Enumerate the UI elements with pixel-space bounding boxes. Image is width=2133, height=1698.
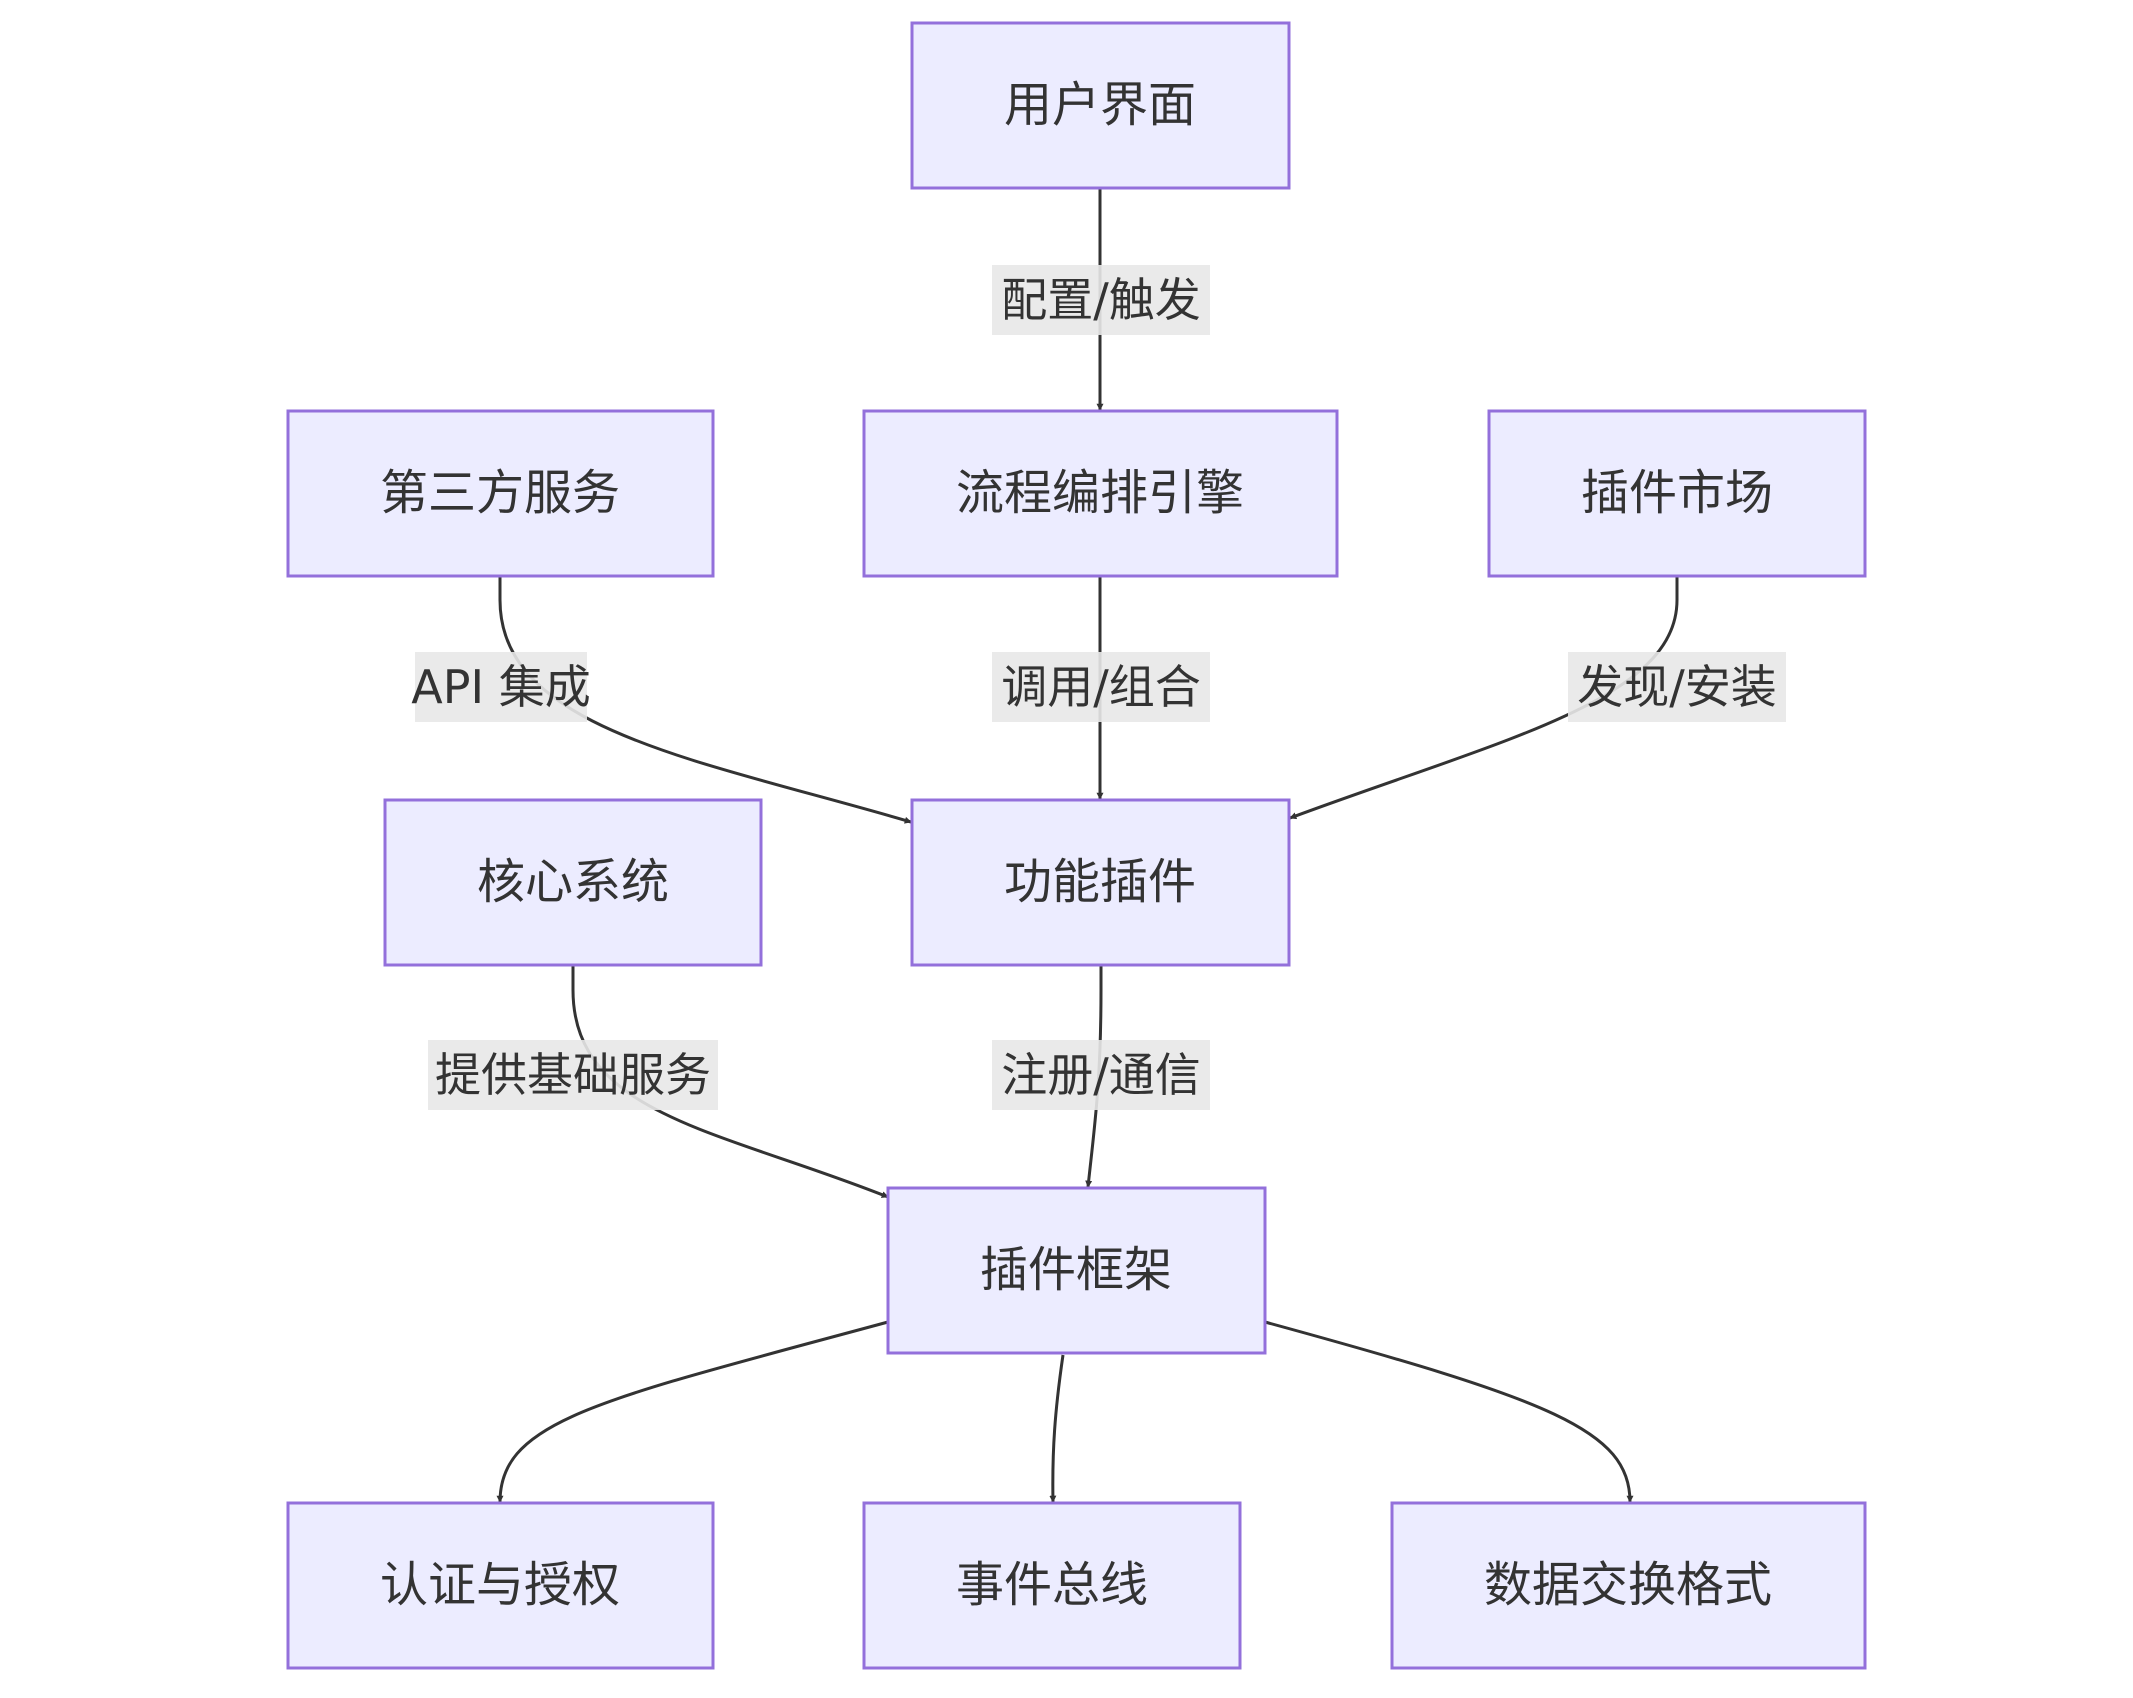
- node-format[interactable]: 数据交换格式: [1390, 1501, 1867, 1670]
- edge-label-plugin-framework: 注册/通信: [1001, 1048, 1201, 1102]
- node-label: 插件市场: [1581, 465, 1773, 521]
- node-plugin[interactable]: 功能插件: [910, 798, 1291, 967]
- edge-label-bg-plugin-framework: [992, 1040, 1210, 1110]
- node-auth[interactable]: 认证与授权: [286, 1501, 715, 1670]
- edge-label-bg-market-plugin: [1568, 652, 1786, 722]
- node-label: 事件总线: [956, 1557, 1148, 1613]
- edge-label-ui-engine: 配置/触发: [1001, 273, 1201, 327]
- node-label: 第三方服务: [380, 465, 620, 521]
- edge-label-bg-third-plugin: [415, 652, 587, 722]
- nodes: 用户界面 第三方服务 流程编排引擎 插件市场 核心系统 功能插件 插件框架: [286, 21, 1867, 1670]
- edge-labels: 配置/触发 API 集成 调用/组合 发现/安装 提供基础服务 注册/通信: [411, 265, 1786, 1110]
- node-framework[interactable]: 插件框架: [886, 1186, 1267, 1355]
- node-label: 认证与授权: [380, 1557, 620, 1613]
- node-core[interactable]: 核心系统: [383, 798, 763, 967]
- node-label: 插件框架: [980, 1242, 1172, 1298]
- edge-framework-auth: [496, 1320, 889, 1503]
- node-third[interactable]: 第三方服务: [286, 409, 715, 578]
- edge-third-plugin: [498, 576, 912, 824]
- edge-label-third-plugin: API 集成: [411, 660, 590, 714]
- edge-label-bg-engine-plugin: [992, 652, 1210, 722]
- edge-framework-format: [1264, 1320, 1634, 1503]
- node-engine[interactable]: 流程编排引擎: [862, 409, 1339, 578]
- node-label: 用户界面: [1004, 77, 1196, 133]
- node-bus[interactable]: 事件总线: [862, 1501, 1242, 1670]
- node-ui[interactable]: 用户界面: [910, 21, 1291, 190]
- edge-label-market-plugin: 发现/安装: [1577, 660, 1777, 714]
- edge-label-bg-ui-engine: [992, 265, 1210, 335]
- edge-label-bg-core-framework: [428, 1040, 718, 1110]
- edge-label-core-framework: 提供基础服务: [435, 1048, 711, 1102]
- node-label: 数据交换格式: [1484, 1557, 1772, 1613]
- node-label: 核心系统: [477, 854, 669, 910]
- node-market[interactable]: 插件市场: [1487, 409, 1867, 578]
- node-label: 功能插件: [1004, 854, 1196, 910]
- node-label: 流程编排引擎: [956, 465, 1244, 521]
- edge-label-engine-plugin: 调用/组合: [1001, 660, 1201, 714]
- edge-framework-bus: [1049, 1354, 1065, 1503]
- edge-core-framework: [571, 965, 889, 1199]
